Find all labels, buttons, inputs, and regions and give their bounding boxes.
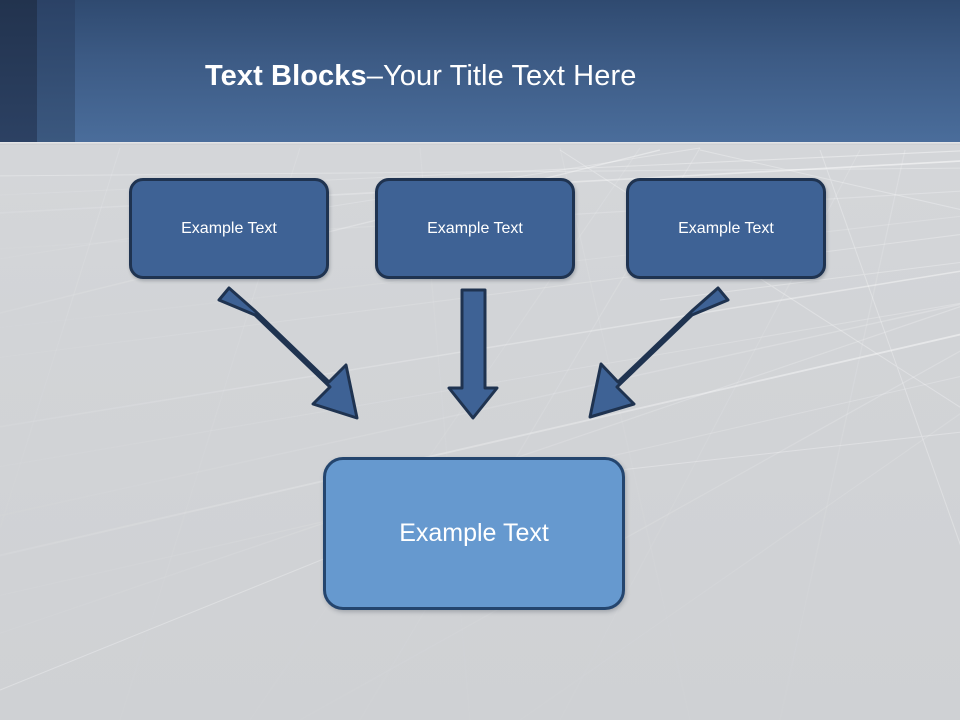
arrow-down-icon [447, 288, 499, 420]
text-block-3-label: Example Text [678, 219, 774, 237]
text-block-3[interactable]: Example Text [626, 178, 826, 279]
slide-title-strong: Text Blocks [205, 59, 367, 92]
result-text-block-label: Example Text [399, 519, 549, 547]
arrow-diagonal-down-left-icon [588, 286, 730, 419]
header-accent-band-mid [37, 0, 75, 142]
header-underline [0, 142, 960, 145]
slide-title-rest: Your Title Text Here [382, 59, 637, 92]
text-block-1-label: Example Text [181, 219, 277, 237]
slide-title-separator: – [366, 59, 383, 92]
text-block-1[interactable]: Example Text [129, 178, 329, 279]
slide-title: Text Blocks – Your Title Text Here [205, 56, 636, 96]
result-text-block[interactable]: Example Text [323, 457, 625, 610]
slide-header [0, 0, 960, 142]
arrow-diagonal-down-right-icon [217, 286, 359, 420]
header-accent-band-dark [0, 0, 37, 142]
text-block-2-label: Example Text [427, 219, 523, 237]
text-block-2[interactable]: Example Text [375, 178, 575, 279]
